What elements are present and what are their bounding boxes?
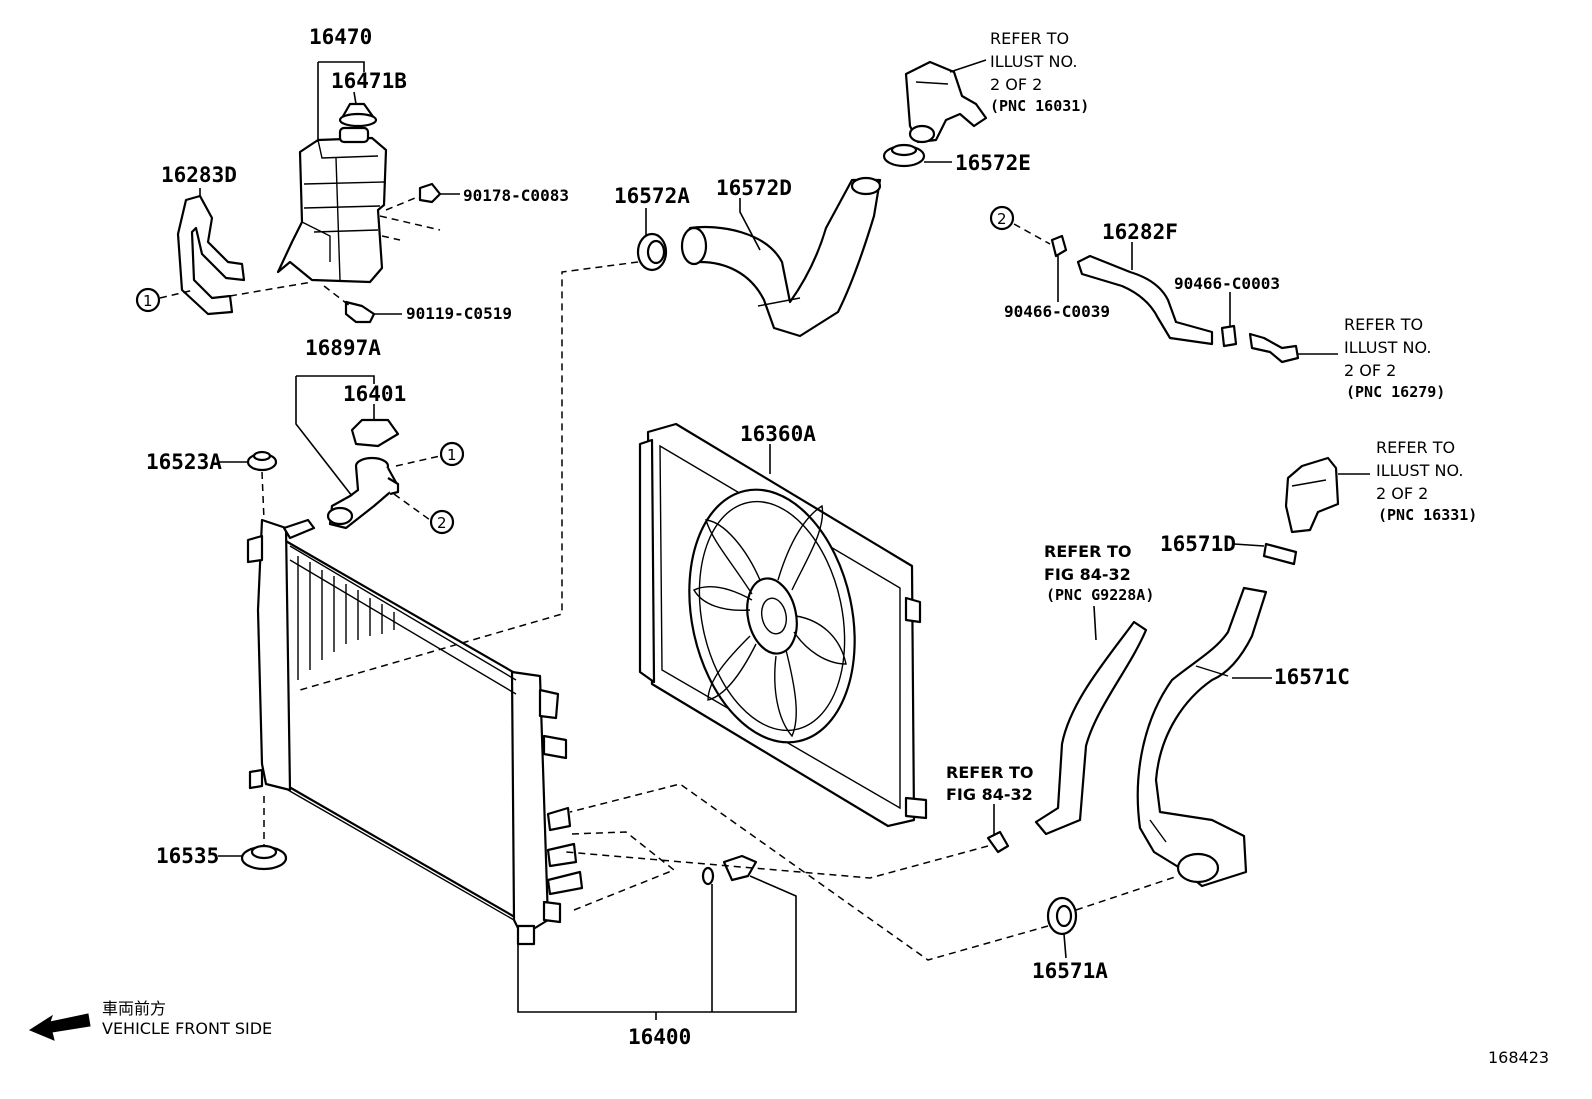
- bolt-90178: [418, 182, 442, 204]
- svg-text:REFER TO: REFER TO: [1044, 542, 1132, 561]
- label-16471b: 16471B: [331, 69, 407, 93]
- label-16523a: 16523A: [146, 450, 222, 474]
- bypass-hose: [1076, 254, 1214, 346]
- label-16360a: 16360A: [740, 422, 816, 446]
- svg-text:ILLUST NO.: ILLUST NO.: [990, 52, 1077, 71]
- label-90466-c0003: 90466-C0003: [1174, 274, 1280, 293]
- label-16571c: 16571C: [1274, 665, 1350, 689]
- hose-clip: [986, 830, 1010, 854]
- label-16897a: 16897A: [305, 336, 381, 360]
- label-16535: 16535: [156, 844, 219, 868]
- svg-text:(PNC G9228A): (PNC G9228A): [1046, 586, 1154, 604]
- ref-note-fig-g9228a: REFER TO FIG 84-32 (PNC G9228A): [1044, 542, 1154, 604]
- svg-text:REFER TO: REFER TO: [1376, 438, 1455, 457]
- label-90178-c0083: 90178-C0083: [463, 186, 569, 205]
- hose-16571d: [1262, 542, 1298, 566]
- clip-90466-c0039: [1050, 234, 1068, 258]
- bypass-pipe-end: [1248, 332, 1300, 364]
- ref-note-16031: REFER TO ILLUST NO. 2 OF 2 (PNC 16031): [990, 29, 1089, 115]
- connector-1-lower: [439, 441, 465, 467]
- ref-note-16279: REFER TO ILLUST NO. 2 OF 2 (PNC 16279): [1344, 315, 1445, 401]
- grommet-16523a: [246, 450, 278, 472]
- ref-note-16331: REFER TO ILLUST NO. 2 OF 2 (PNC 16331): [1376, 438, 1477, 524]
- connector-2-upper-label: 2: [997, 210, 1007, 228]
- reservoir-cap: [338, 102, 378, 128]
- svg-text:(PNC 16279): (PNC 16279): [1346, 383, 1445, 401]
- connector-1-lower-label: 1: [447, 446, 457, 464]
- radiator-cap: [350, 418, 400, 448]
- svg-text:(PNC 16331): (PNC 16331): [1378, 506, 1477, 524]
- clamp-16571a: [1046, 896, 1078, 936]
- ref-note-fig-84-32: REFER TO FIG 84-32: [946, 763, 1034, 804]
- reservoir-tank: [276, 126, 388, 284]
- label-16571a: 16571A: [1032, 959, 1108, 983]
- svg-text:ILLUST NO.: ILLUST NO.: [1376, 461, 1463, 480]
- svg-text:2 OF 2: 2 OF 2: [990, 75, 1042, 94]
- label-16470: 16470: [309, 25, 372, 49]
- front-label-japanese: 車両前方: [102, 999, 166, 1018]
- upper-radiator-hose: [680, 176, 882, 338]
- clamp-16572a: [636, 232, 668, 272]
- svg-text:ILLUST NO.: ILLUST NO.: [1344, 338, 1431, 357]
- bolt-90119: [344, 300, 376, 324]
- illustration-number: 168423: [1488, 1048, 1549, 1067]
- label-16572e: 16572E: [955, 151, 1031, 175]
- label-16572d: 16572D: [716, 176, 792, 200]
- connector-1-upper-label: 1: [143, 292, 153, 310]
- svg-text:REFER TO: REFER TO: [1344, 315, 1423, 334]
- svg-text:REFER TO: REFER TO: [990, 29, 1069, 48]
- radiator: [246, 518, 584, 946]
- label-16282f: 16282F: [1102, 220, 1178, 244]
- svg-text:FIG 84-32: FIG 84-32: [1044, 565, 1131, 584]
- label-16572a: 16572A: [614, 184, 690, 208]
- filler-neck: [326, 456, 400, 530]
- connector-2-lower: [429, 509, 455, 535]
- drain-cock: [701, 854, 758, 886]
- label-16571d: 16571D: [1160, 532, 1236, 556]
- lower-radiator-hose: [1136, 586, 1268, 888]
- clamp-16572e: [882, 143, 926, 168]
- hose-g9228a: [1034, 620, 1148, 836]
- connector-1-upper: [135, 287, 161, 313]
- label-16400: 16400: [628, 1025, 691, 1049]
- connector-2-upper: [989, 205, 1015, 231]
- clip-90466-c0003: [1220, 324, 1238, 348]
- svg-text:(PNC 16031): (PNC 16031): [990, 97, 1089, 115]
- overflow-hose: [176, 194, 246, 316]
- svg-text:FIG 84-32: FIG 84-32: [946, 785, 1033, 804]
- label-16283d: 16283D: [161, 163, 237, 187]
- water-inlet-housing: [1284, 456, 1340, 534]
- label-16401: 16401: [343, 382, 406, 406]
- label-90119-c0519: 90119-C0519: [406, 304, 512, 323]
- water-outlet: [904, 60, 988, 144]
- vehicle-front-indicator: 車両前方 VEHICLE FRONT SIDE: [28, 999, 272, 1041]
- svg-text:2 OF 2: 2 OF 2: [1344, 361, 1396, 380]
- svg-text:2 OF 2: 2 OF 2: [1376, 484, 1428, 503]
- front-arrow-icon: [28, 1013, 91, 1041]
- label-90466-c0039: 90466-C0039: [1004, 302, 1110, 321]
- connector-2-lower-label: 2: [437, 514, 447, 532]
- svg-text:REFER TO: REFER TO: [946, 763, 1034, 782]
- grommet-16535: [240, 844, 288, 871]
- front-label-english: VEHICLE FRONT SIDE: [102, 1019, 272, 1038]
- fan-shroud: [638, 422, 928, 828]
